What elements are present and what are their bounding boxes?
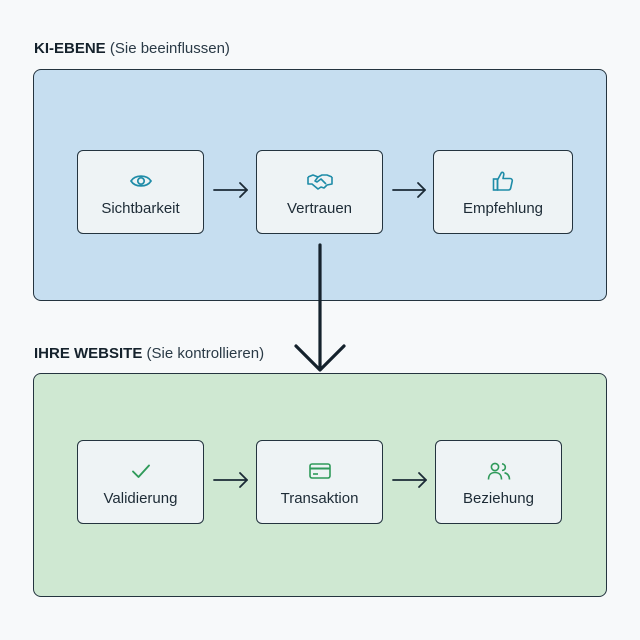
website-title-bold: IHRE WEBSITE	[34, 345, 143, 362]
node-sichtbarkeit: Sichtbarkeit	[77, 150, 204, 234]
website-title-sub: (Sie kontrollieren)	[146, 345, 265, 362]
node-validierung: Validierung	[77, 440, 204, 524]
ki-ebene-title-sub: (Sie beeinflussen)	[109, 40, 230, 57]
node-label: Transaktion	[280, 489, 359, 507]
node-vertrauen: Vertrauen	[256, 150, 383, 234]
node-label: Sichtbarkeit	[101, 199, 180, 217]
node-label: Beziehung	[463, 489, 534, 507]
node-beziehung: Beziehung	[435, 440, 562, 524]
users-icon	[486, 458, 512, 484]
thumbs-up-icon	[490, 168, 516, 194]
credit-card-icon	[307, 458, 333, 484]
node-empfehlung: Empfehlung	[433, 150, 573, 234]
ki-ebene-title: KI-EBENE (Sie beeinflussen)	[34, 40, 230, 57]
website-title: IHRE WEBSITE (Sie kontrollieren)	[34, 345, 264, 362]
node-label: Vertrauen	[286, 199, 353, 217]
node-transaktion: Transaktion	[256, 440, 383, 524]
eye-icon	[128, 168, 154, 194]
handshake-icon	[306, 168, 333, 194]
checkmark-icon	[128, 458, 154, 484]
node-label: Validierung	[103, 489, 178, 507]
node-label: Empfehlung	[462, 199, 544, 217]
ki-ebene-title-bold: KI-EBENE	[34, 40, 106, 57]
